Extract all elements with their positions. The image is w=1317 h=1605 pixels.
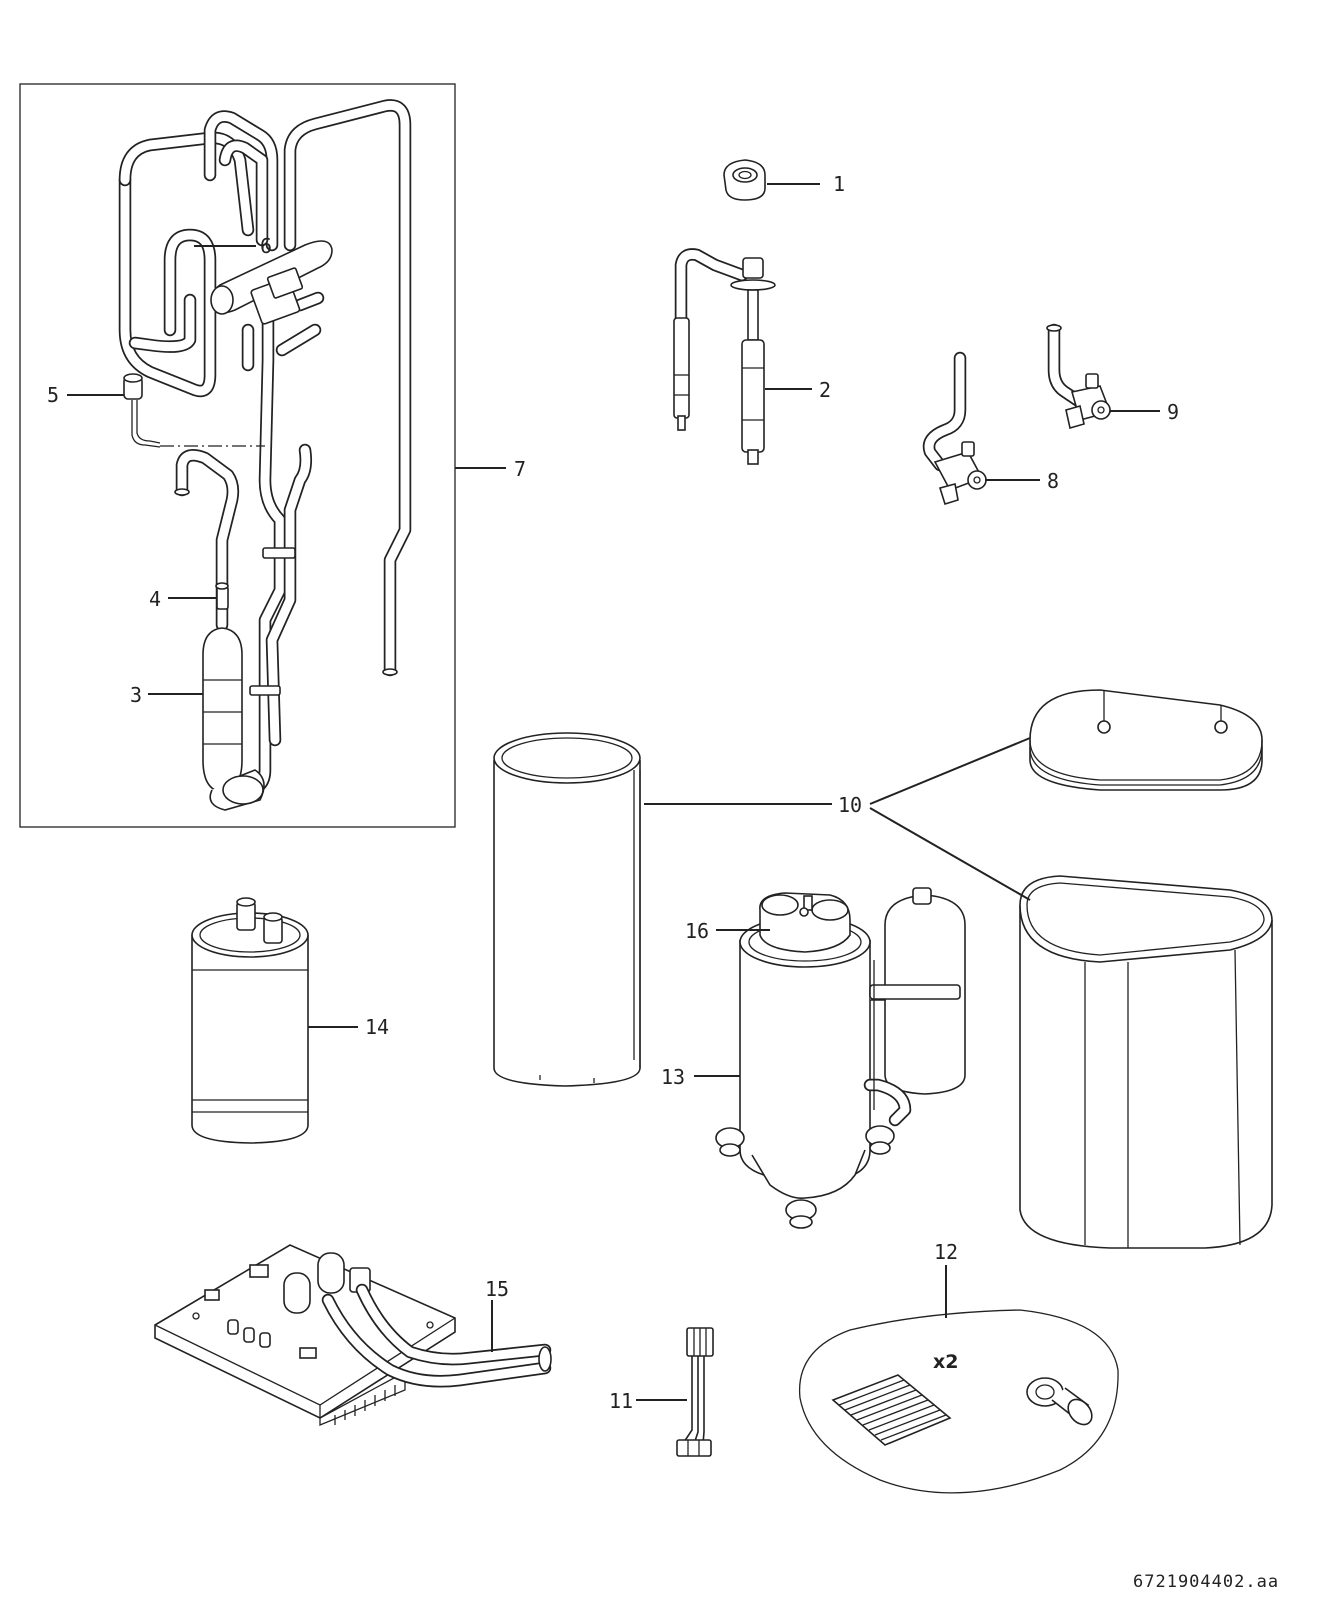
assembly-frame xyxy=(19,83,456,828)
insulation-jacket-oval xyxy=(1019,875,1273,1249)
document-code: 6721904402.aa xyxy=(1133,1572,1279,1592)
callout-7: 7 xyxy=(514,457,526,481)
cable-11 xyxy=(676,1327,714,1457)
refrigerant-pipe-assembly xyxy=(118,99,412,811)
callout-14: 14 xyxy=(365,1015,389,1039)
service-valve-9 xyxy=(1046,323,1112,430)
grommet-part xyxy=(1026,1377,1093,1426)
callout-11: 11 xyxy=(609,1389,633,1413)
service-valve-8 xyxy=(922,351,987,505)
inverter-board-15 xyxy=(154,1244,552,1426)
callout-12: 12 xyxy=(934,1240,958,1264)
callout-10: 10 xyxy=(838,793,862,817)
rubber-damper-strip xyxy=(831,1374,952,1446)
callout-15: 15 xyxy=(485,1277,509,1301)
callout-9: 9 xyxy=(1167,400,1179,424)
insulation-jacket-cylinder xyxy=(493,732,641,1087)
mounting-kit-12 xyxy=(798,1309,1119,1494)
callout-6: 6 xyxy=(260,234,272,258)
callout-5: 5 xyxy=(47,383,59,407)
accumulator-3 xyxy=(202,627,265,811)
four-way-valve xyxy=(210,240,333,325)
coil-nut-1 xyxy=(723,159,766,201)
callout-4: 4 xyxy=(149,587,161,611)
callout-3: 3 xyxy=(130,683,142,707)
callout-16: 16 xyxy=(685,919,709,943)
callout-1: 1 xyxy=(833,172,845,196)
valve-cap-5 xyxy=(123,373,143,400)
callout-2: 2 xyxy=(819,378,831,402)
callout-8: 8 xyxy=(1047,469,1059,493)
leader-lines xyxy=(67,183,1160,1401)
receiver-14 xyxy=(191,897,309,1144)
kit-quantity-label: x2 xyxy=(933,1351,958,1373)
callout-13: 13 xyxy=(661,1065,685,1089)
insulation-pad-top xyxy=(1029,689,1263,791)
expansion-valve-2 xyxy=(673,248,776,465)
sensor-connector-4 xyxy=(215,582,229,610)
terminal-cover-16 xyxy=(759,892,851,953)
